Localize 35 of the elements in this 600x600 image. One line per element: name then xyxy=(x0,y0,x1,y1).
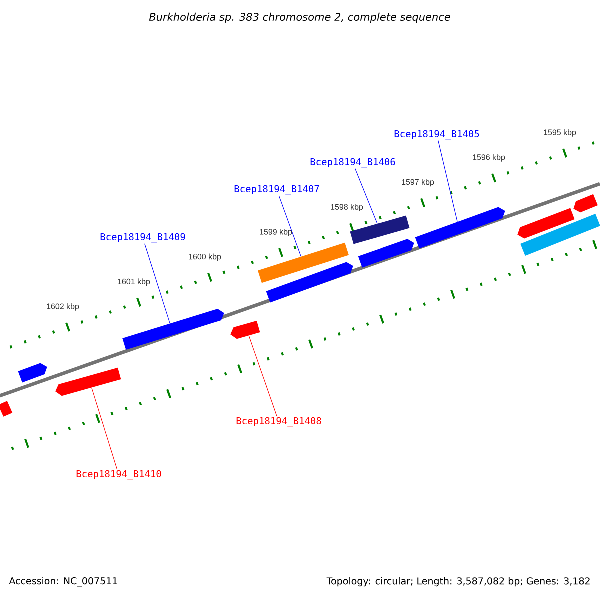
tick-label: 1601 kbp xyxy=(118,278,150,286)
gene-label: Bcep18194_B1408 xyxy=(236,417,322,427)
gene-block xyxy=(122,309,224,350)
gene-block xyxy=(258,242,349,284)
gene-block xyxy=(0,401,13,417)
tick-label: 1598 kbp xyxy=(331,204,364,212)
leader-line xyxy=(278,196,302,257)
gene-block xyxy=(415,207,506,249)
gene-block xyxy=(574,194,598,213)
gene-label: Bcep18194_B1410 xyxy=(76,470,162,480)
gene-block xyxy=(230,320,260,340)
gene-label: Bcep18194_B1406 xyxy=(310,158,396,168)
leader-line xyxy=(144,244,170,324)
gene-block xyxy=(350,216,410,244)
tick-label: 1595 kbp xyxy=(544,129,576,137)
gene-label: Bcep18194_B1409 xyxy=(100,233,186,243)
gene-block xyxy=(518,208,575,239)
gene-label: Bcep18194_B1405 xyxy=(394,130,480,140)
leader-line xyxy=(92,388,118,470)
tick-label: 1596 kbp xyxy=(473,154,506,162)
footer-text: Topology: circular; Length: 3,587,082 bp; Genes: 3,182 xyxy=(326,577,590,587)
gene-block xyxy=(520,214,600,256)
leader-line xyxy=(248,336,278,416)
title: Burkholderia sp. 383 chromosome 2, complete sequence xyxy=(149,12,450,24)
tick-label: 1597 kbp xyxy=(402,179,434,187)
footer-text: Accession: NC_007511 xyxy=(9,577,118,587)
leader-line xyxy=(438,140,458,222)
gene-block xyxy=(56,368,122,396)
tick-label: 1599 kbp xyxy=(260,228,292,236)
gene-block xyxy=(18,363,48,383)
tick-label: 1602 kbp xyxy=(47,303,80,311)
gene-label: Bcep18194_B1407 xyxy=(234,185,320,195)
tick-label: 1600 kbp xyxy=(189,254,222,262)
gene-block xyxy=(266,262,354,303)
gene-block xyxy=(358,239,414,268)
